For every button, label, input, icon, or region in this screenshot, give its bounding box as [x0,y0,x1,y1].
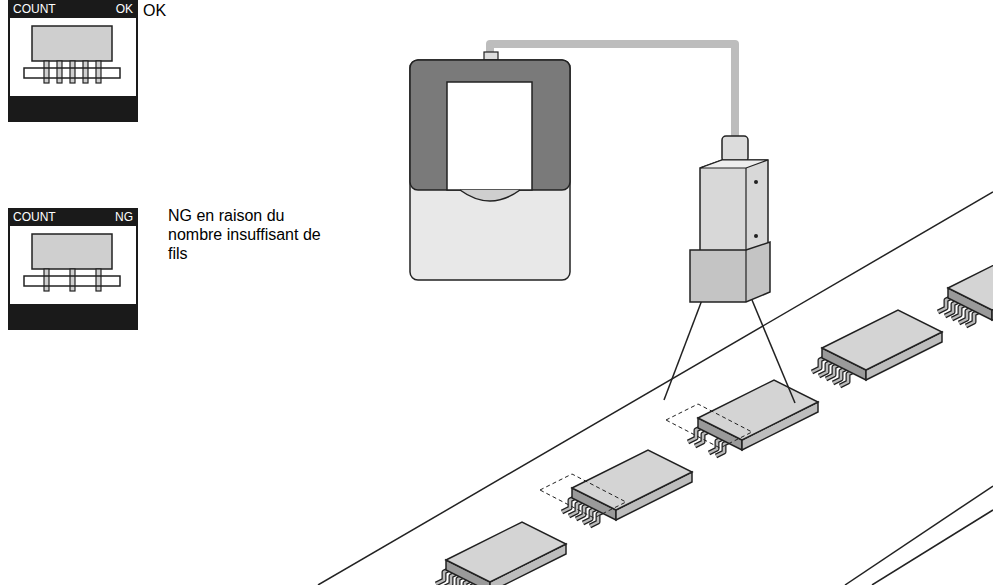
result-note: NG en raison du nombre insuffisant de fi… [168,206,328,263]
chip-view [8,208,138,330]
chip-view [8,0,138,122]
result-label: NG [115,209,133,225]
screen-icon: COUNT NG [8,208,138,330]
mode-label: COUNT [13,209,56,225]
screen-icon: COUNT OK [8,0,138,122]
result-note: OK [143,1,166,20]
mode-label: COUNT [13,1,56,17]
result-label: OK [116,1,133,17]
